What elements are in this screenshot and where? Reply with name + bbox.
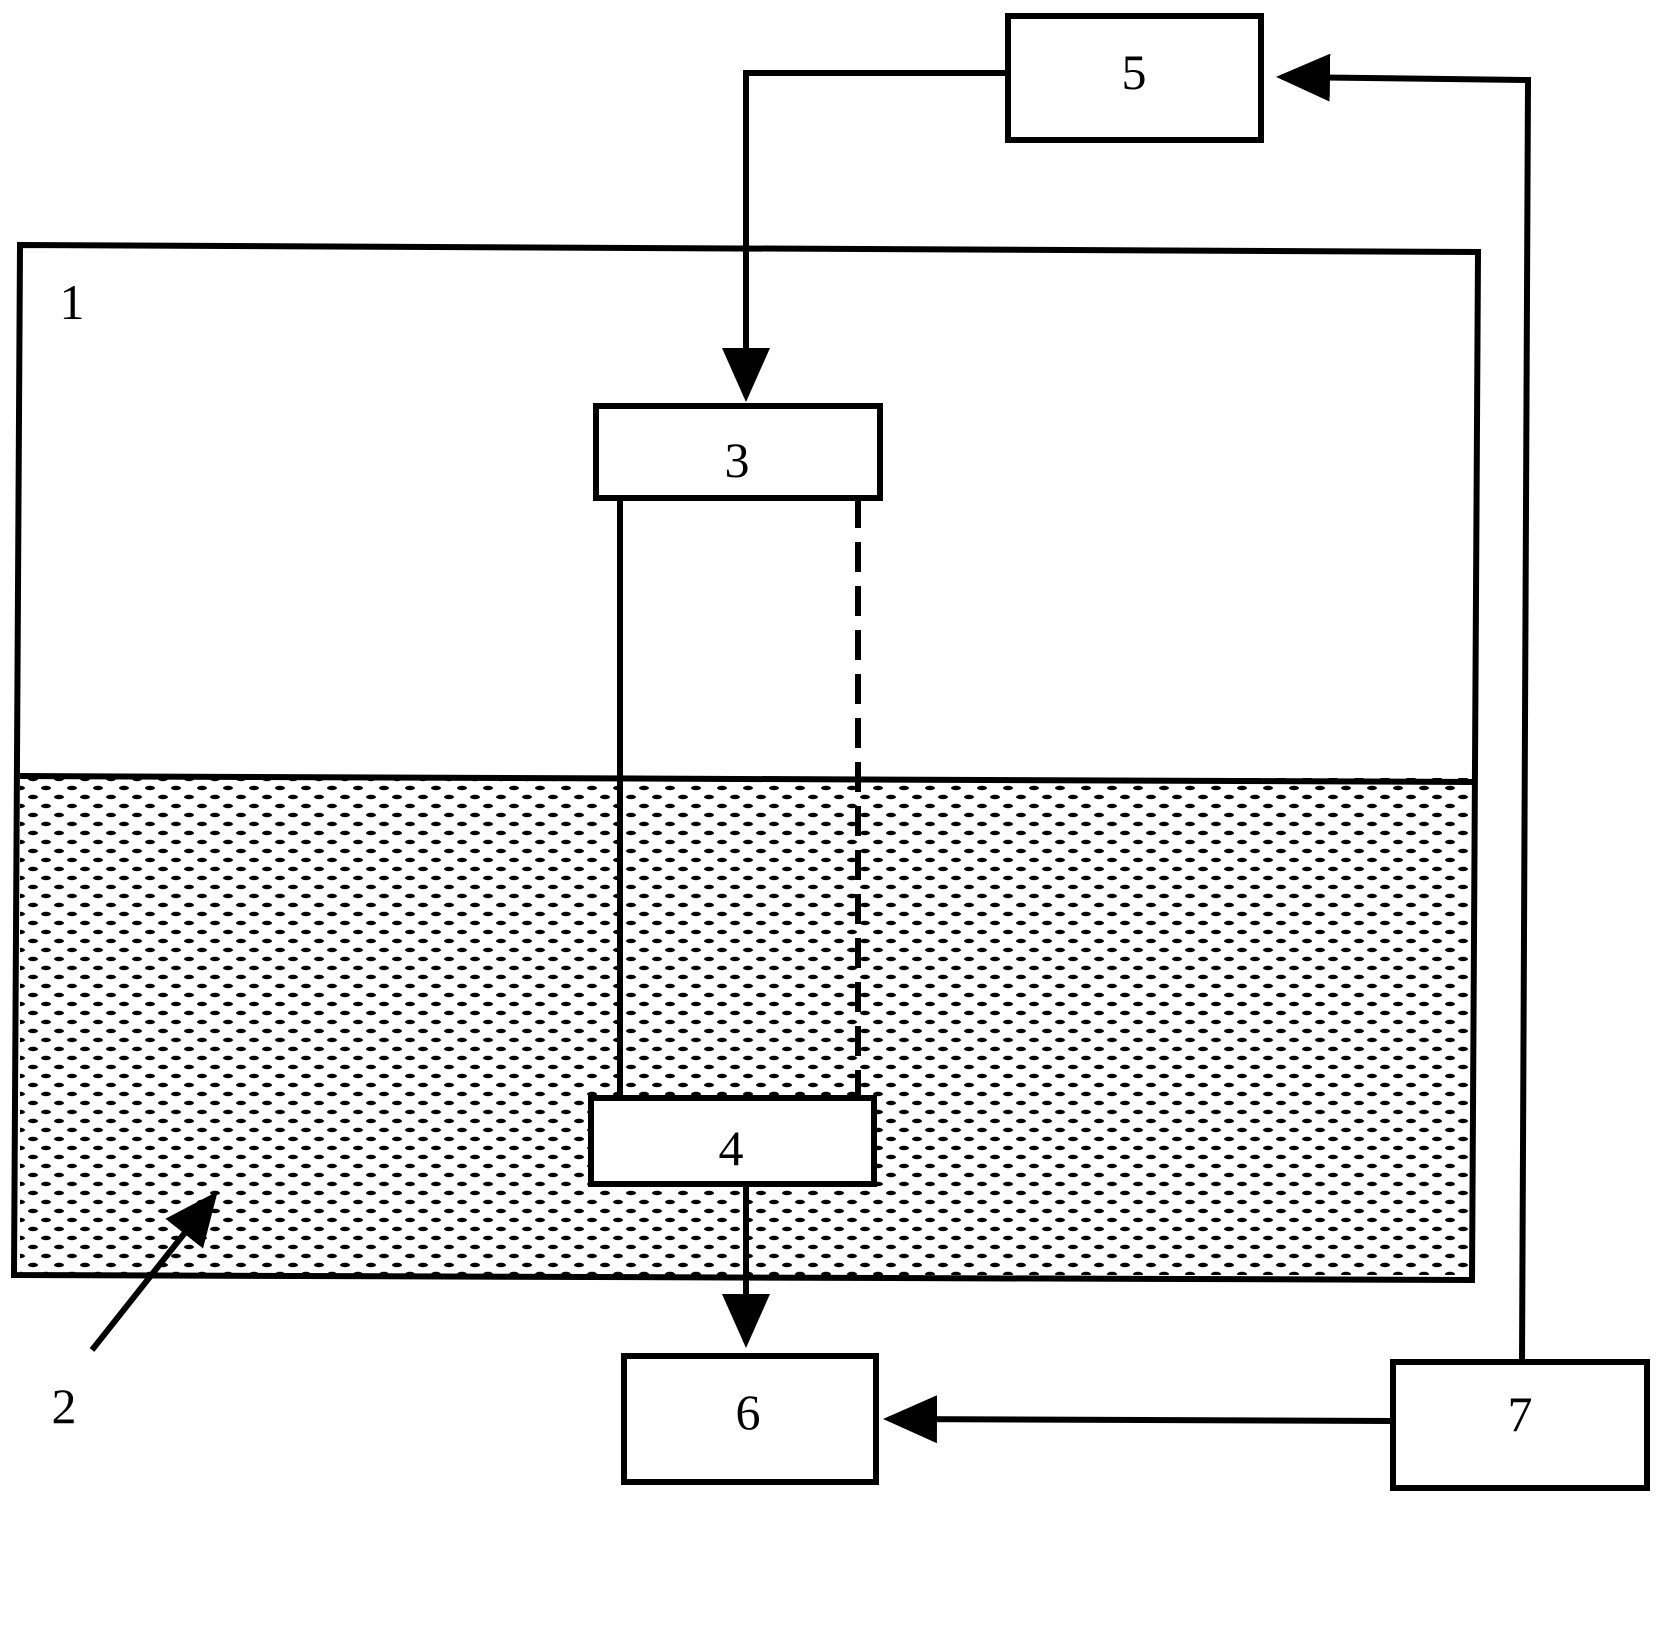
tank-outline bbox=[10, 241, 1482, 1284]
box-3: 3 bbox=[593, 403, 883, 501]
box-3-label: 3 bbox=[725, 432, 750, 488]
liquid-label: 2 bbox=[52, 1378, 77, 1434]
box-7: 7 bbox=[1390, 1359, 1650, 1491]
arrow-5-to-3 bbox=[722, 70, 1006, 402]
arrow-7-to-5 bbox=[1276, 53, 1532, 1363]
liquid-surface-line bbox=[19, 773, 1475, 785]
box-5: 5 bbox=[1005, 13, 1264, 143]
box-7-label: 7 bbox=[1508, 1386, 1533, 1442]
box-5-label: 5 bbox=[1122, 44, 1147, 100]
liquid-pointer-arrow bbox=[89, 1191, 218, 1352]
tank-label: 1 bbox=[60, 274, 85, 330]
box-4: 4 bbox=[588, 1095, 877, 1187]
box-4-label: 4 bbox=[719, 1120, 744, 1176]
arrow-7-to-6 bbox=[883, 1395, 1394, 1444]
box-6-label: 6 bbox=[736, 1384, 761, 1440]
box-6: 6 bbox=[621, 1353, 879, 1485]
